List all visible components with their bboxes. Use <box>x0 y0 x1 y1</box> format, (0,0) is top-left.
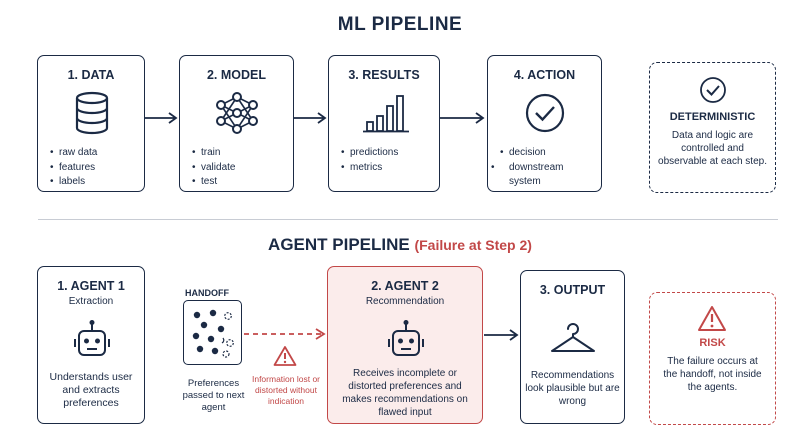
bullet-item: raw data <box>50 146 97 161</box>
ml-step-data: 1. DATA raw data features labels <box>37 55 145 192</box>
arrow-right-icon <box>294 112 328 124</box>
risk-note: RISK The failure occurs at the handoff, … <box>649 292 776 425</box>
agent-pipeline-title: AGENT PIPELINE (Failure at Step 2) <box>0 235 800 255</box>
step-description: Understands user and extracts preference… <box>49 371 133 409</box>
bar-chart-icon <box>363 92 409 134</box>
bullet-item: train <box>192 146 235 161</box>
database-icon <box>73 91 111 135</box>
bullet-item: validate <box>192 161 235 176</box>
step-description: Recommendations look plausible but are w… <box>525 370 620 407</box>
arrow-right-icon <box>484 329 520 341</box>
step-label: 2. AGENT 2 <box>371 279 439 293</box>
robot-icon <box>72 319 112 361</box>
check-circle-icon <box>524 92 566 134</box>
hanger-icon <box>549 321 597 357</box>
bullet-item: decision <box>500 146 592 161</box>
step-label: 4. ACTION <box>513 68 576 82</box>
step-label: 3. RESULTS <box>348 68 420 82</box>
step-sublabel: Recommendation <box>365 296 445 307</box>
neural-network-icon <box>213 89 261 137</box>
ml-step-model: 2. MODEL train validate test <box>179 55 294 192</box>
warning-text: Information lost or distorted without in… <box>251 374 321 406</box>
bullet-item: metrics <box>341 161 398 176</box>
step-label: 1. DATA <box>67 68 115 82</box>
robot-icon <box>386 319 426 361</box>
section-divider <box>38 219 778 220</box>
agent-title-main: AGENT PIPELINE <box>268 235 410 254</box>
step-sublabel: Extraction <box>68 296 114 307</box>
step-label: 2. MODEL <box>206 68 267 82</box>
check-circle-icon <box>699 76 727 104</box>
risk-heading: RISK <box>699 337 726 349</box>
bullet-item: features <box>50 161 97 176</box>
step-description: Receives incomplete or distorted prefere… <box>342 368 468 418</box>
step-label: 3. OUTPUT <box>539 283 606 297</box>
bullet-item: predictions <box>341 146 398 161</box>
note-text: Data and logic are controlled and observ… <box>658 130 767 167</box>
note-heading: DETERMINISTIC <box>669 111 756 123</box>
warning-triangle-icon <box>273 345 297 367</box>
deterministic-note: DETERMINISTIC Data and logic are control… <box>649 62 776 193</box>
step-label: 1. AGENT 1 <box>57 279 125 293</box>
handoff-caption: Preferences passed to next agent <box>182 378 245 413</box>
warning-triangle-icon <box>697 305 727 332</box>
arrow-right-icon <box>145 112 179 124</box>
arrow-right-icon <box>440 112 486 124</box>
ml-step-action: 4. ACTION decision downstream system <box>487 55 602 192</box>
agent-step-1: 1. AGENT 1 Extraction Understands user a… <box>37 266 145 424</box>
agent-step-2: 2. AGENT 2 Recommendation Receives incom… <box>327 266 483 424</box>
bullet-item: downstream system <box>500 161 592 190</box>
dashed-arrow-icon <box>244 328 328 340</box>
ml-step-results: 3. RESULTS predictions metrics <box>328 55 440 192</box>
ml-pipeline-title: ML PIPELINE <box>337 14 463 35</box>
scattered-dots-icon <box>183 300 242 365</box>
handoff-label: HANDOFF <box>185 288 229 298</box>
risk-text: The failure occurs at the handoff, not i… <box>663 356 762 393</box>
agent-step-3: 3. OUTPUT Recommendations look plausible… <box>520 270 625 424</box>
bullet-item: labels <box>50 175 97 190</box>
agent-title-failure: (Failure at Step 2) <box>414 237 532 253</box>
bullet-item: test <box>192 175 235 190</box>
